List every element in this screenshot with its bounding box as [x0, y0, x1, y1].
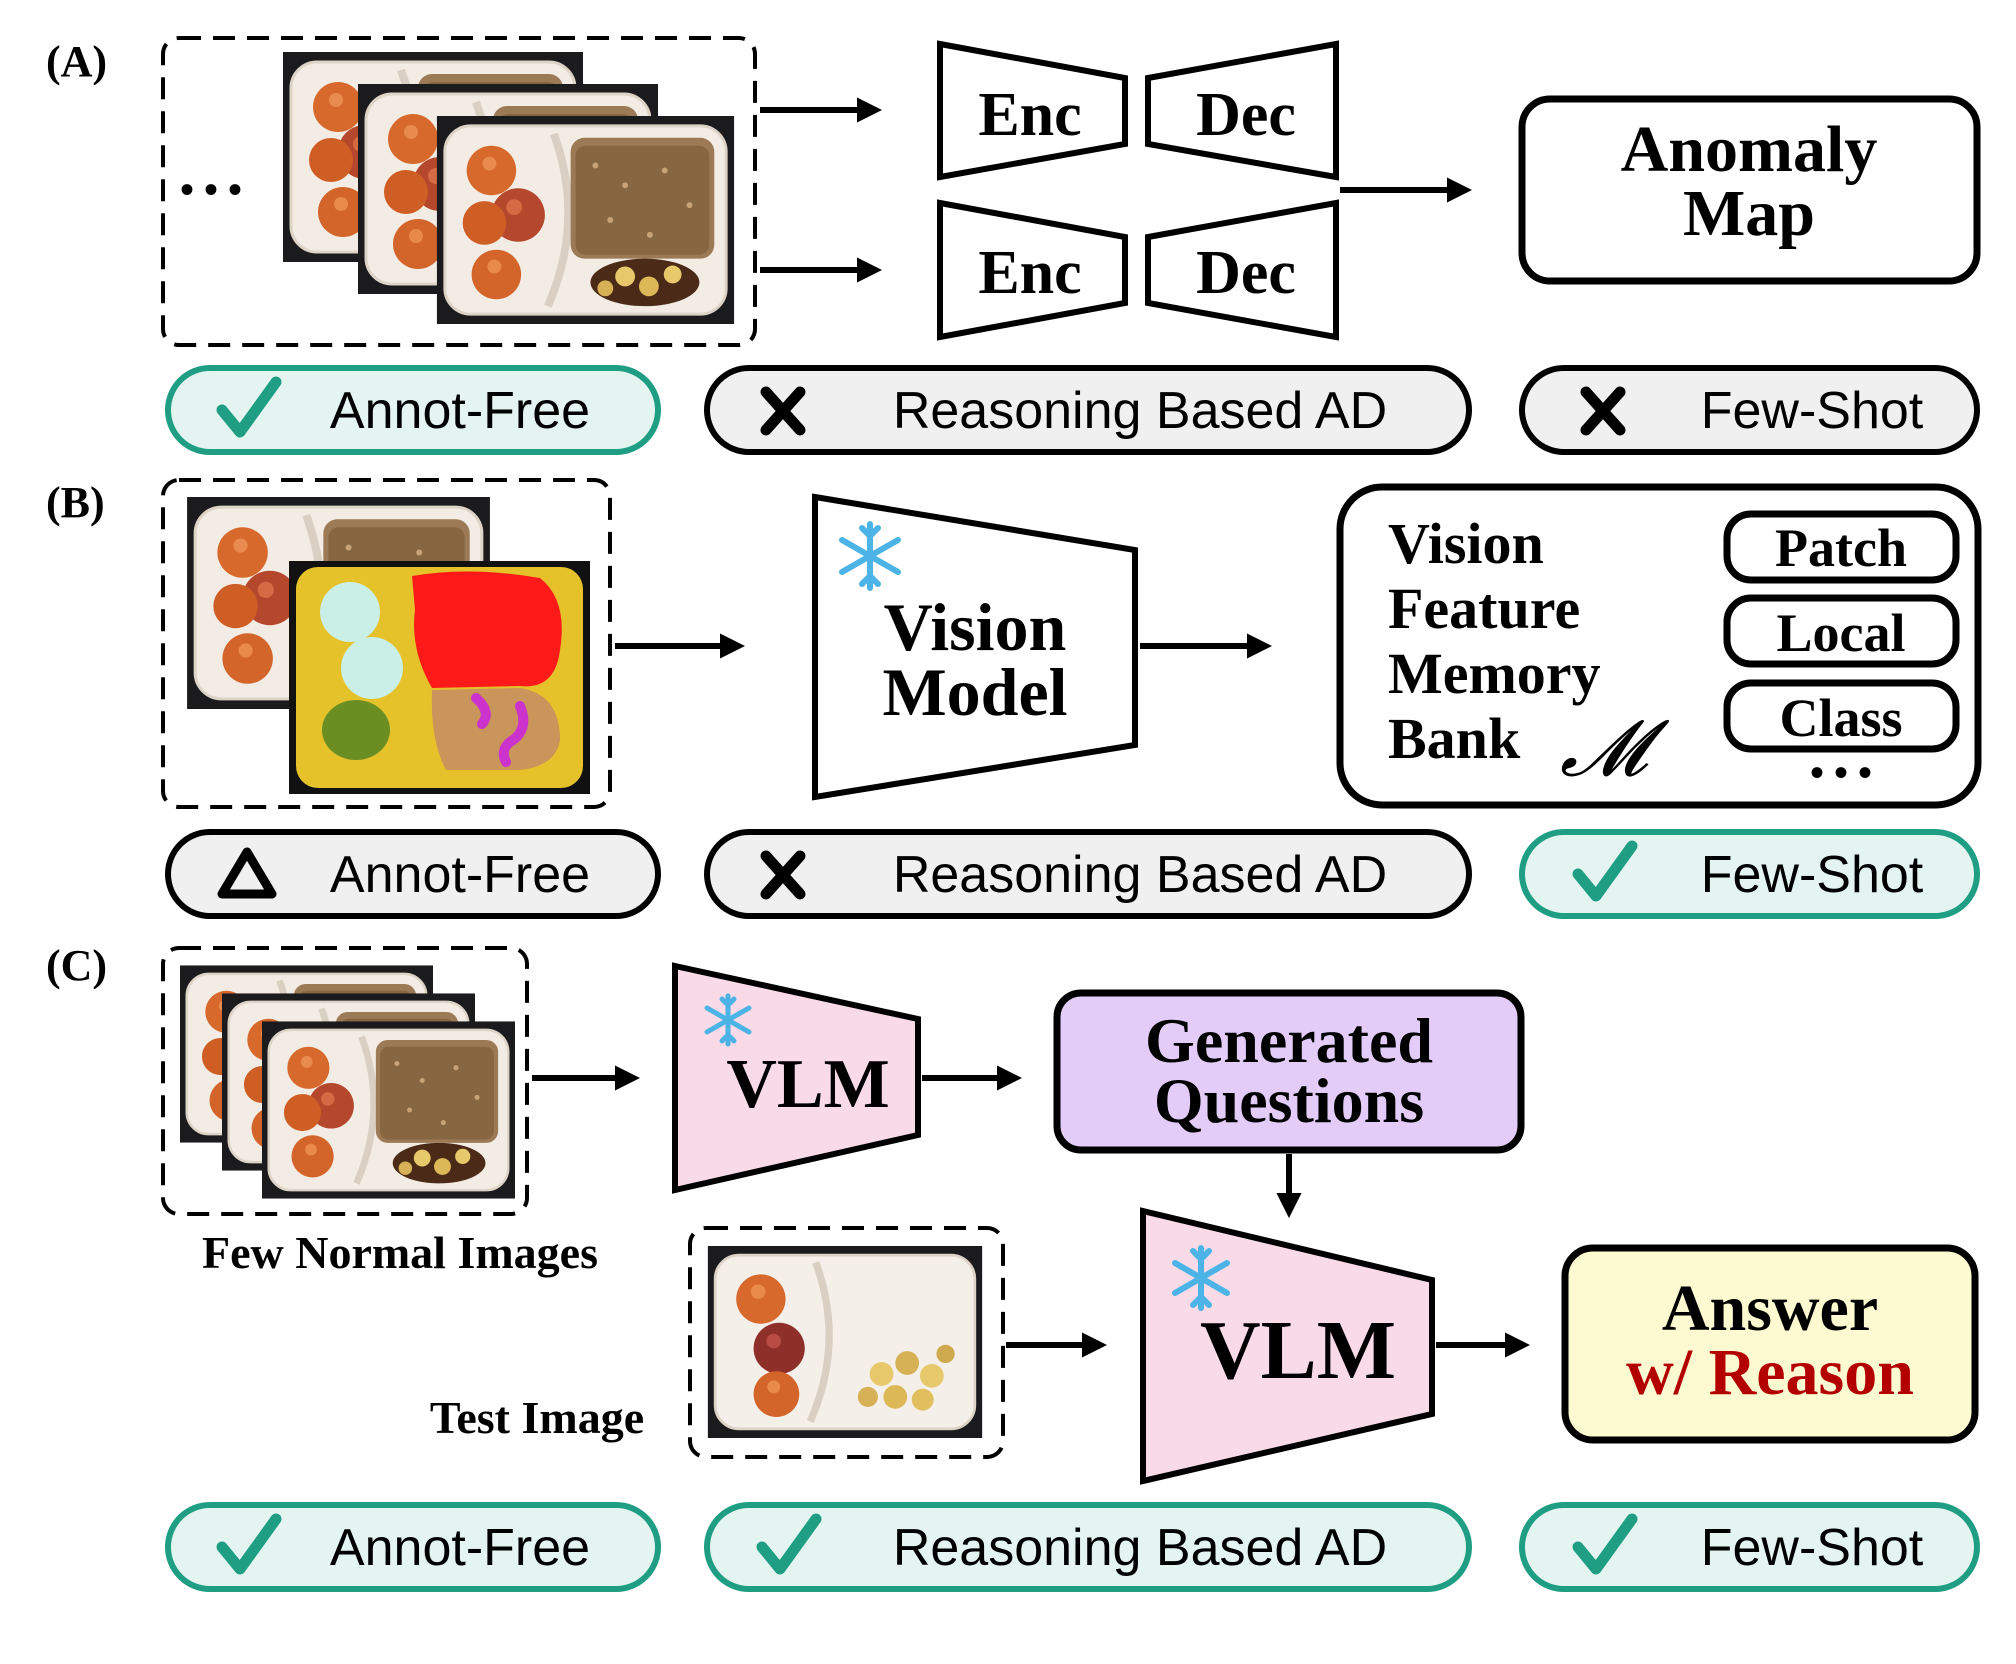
panel-c-badge-few-shot: Few-Shot	[1519, 1502, 1980, 1592]
panel-c-label: (C)	[46, 941, 107, 990]
encoder-1-label: Enc	[978, 81, 1081, 149]
snowflake-icon	[704, 993, 752, 1047]
triangle-icon	[217, 847, 277, 899]
generated-questions-line-2: Questions	[1154, 1065, 1424, 1136]
panel-b-badge-reasoning: Reasoning Based AD	[704, 829, 1472, 919]
cross-icon	[1580, 386, 1626, 436]
chip-more-ellipsis: • • •	[1810, 750, 1872, 795]
panel-c-test-tray-image	[708, 1246, 982, 1438]
check-icon	[756, 1513, 822, 1575]
encoder-2-label: Enc	[978, 239, 1081, 307]
panel-a: (A) • • • Enc Dec Enc Dec Anomaly Map An…	[46, 36, 1981, 455]
panel-b-few-shot-text: Few-Shot	[1701, 846, 1924, 904]
vision-model-line-1: Vision	[884, 589, 1067, 665]
panel-a-label: (A)	[46, 37, 107, 86]
vlm-small-label: VLM	[726, 1046, 889, 1123]
memory-bank-line-2: Feature	[1388, 576, 1580, 641]
panel-c: (C) Few Normal Images VLM Generated Ques…	[46, 941, 1980, 1592]
panel-a-annot-free-text: Annot-Free	[330, 382, 590, 440]
anomaly-map-box	[1518, 95, 1981, 285]
check-icon	[216, 1513, 282, 1575]
panel-a-reasoning-text: Reasoning Based AD	[893, 382, 1387, 440]
answer-box	[1561, 1244, 1979, 1444]
panel-b-badge-few-shot: Few-Shot	[1519, 829, 1980, 919]
memory-bank-line-4: Bank	[1388, 706, 1521, 771]
panel-a-badge-few-shot: Few-Shot	[1519, 365, 1980, 455]
anomaly-map-line-2: Map	[1683, 177, 1815, 250]
check-icon	[1572, 840, 1638, 902]
panel-a-badge-annot-free: Annot-Free	[165, 365, 661, 455]
chip-class: Class	[1723, 679, 1960, 753]
test-image-caption: Test Image	[430, 1392, 644, 1443]
generated-questions-box	[1053, 989, 1525, 1154]
panel-c-annot-free-text: Annot-Free	[330, 1519, 590, 1577]
decoder-1-label: Dec	[1196, 81, 1296, 149]
chip-class-label: Class	[1779, 688, 1902, 748]
generated-questions-line-1: Generated	[1145, 1005, 1433, 1076]
vlm-large-label: VLM	[1200, 1304, 1396, 1397]
panel-b-reasoning-text: Reasoning Based AD	[893, 846, 1387, 904]
panel-a-tray-image-3	[437, 116, 734, 324]
panel-a-few-shot-text: Few-Shot	[1701, 382, 1924, 440]
panel-a-badge-reasoning: Reasoning Based AD	[704, 365, 1472, 455]
panel-c-few-shot-text: Few-Shot	[1701, 1519, 1924, 1577]
panel-b-segmentation-mask	[289, 561, 590, 794]
answer-line-1: Answer	[1662, 1272, 1878, 1345]
panel-c-tray-image-3	[262, 1021, 515, 1198]
decoder-2-label: Dec	[1196, 239, 1296, 307]
check-icon	[1572, 1513, 1638, 1575]
encoder-2	[937, 199, 1128, 341]
chip-patch-label: Patch	[1775, 518, 1907, 578]
answer-line-2: w/ Reason	[1626, 1336, 1914, 1409]
vlm-large-block	[1140, 1207, 1435, 1485]
snowflake-icon	[839, 521, 901, 591]
check-icon	[216, 376, 282, 438]
memory-bank-line-1: Vision	[1388, 511, 1544, 576]
panel-c-badge-reasoning: Reasoning Based AD	[704, 1502, 1472, 1592]
panel-b-annot-free-text: Annot-Free	[330, 846, 590, 904]
snowflake-icon	[1172, 1245, 1230, 1311]
memory-bank-line-3: Memory	[1388, 641, 1601, 706]
encoder-1	[937, 40, 1128, 181]
panel-c-badge-annot-free: Annot-Free	[165, 1502, 661, 1592]
cross-icon	[760, 850, 806, 900]
vision-model-line-2: Model	[882, 654, 1067, 730]
panel-b-badge-annot-free: Annot-Free	[165, 829, 661, 919]
chip-local: Local	[1723, 594, 1960, 668]
panel-b-label: (B)	[46, 478, 105, 527]
panel-c-reasoning-text: Reasoning Based AD	[893, 1519, 1387, 1577]
panel-c-test-image-group	[688, 1226, 1005, 1459]
few-normal-images-caption: Few Normal Images	[202, 1227, 598, 1278]
chip-patch: Patch	[1723, 510, 1960, 584]
cross-icon	[760, 386, 806, 436]
decoder-1	[1145, 40, 1339, 181]
panel-a-image-group	[161, 36, 757, 347]
chip-local-label: Local	[1777, 603, 1906, 663]
anomaly-map-line-1: Anomaly	[1621, 113, 1878, 186]
decoder-2	[1145, 199, 1339, 341]
panel-a-ellipsis: • • •	[180, 167, 242, 212]
panel-b: (B) Vision Model Vision Feature Memory	[46, 478, 1982, 919]
panel-b-image-group	[161, 478, 612, 809]
panel-c-normal-image-group	[161, 946, 529, 1216]
